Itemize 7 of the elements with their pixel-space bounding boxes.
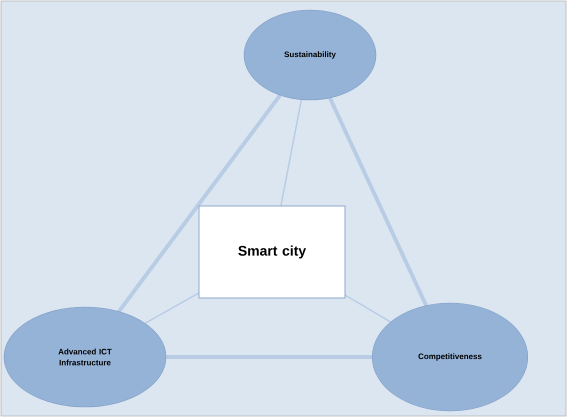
- connector-line: [344, 294, 392, 324]
- connector-line: [144, 292, 200, 324]
- connector-line: [328, 97, 428, 306]
- connector-line: [117, 94, 282, 313]
- connector-line: [280, 100, 302, 206]
- connector-line: [166, 355, 375, 359]
- center-box: Smart city: [198, 206, 346, 298]
